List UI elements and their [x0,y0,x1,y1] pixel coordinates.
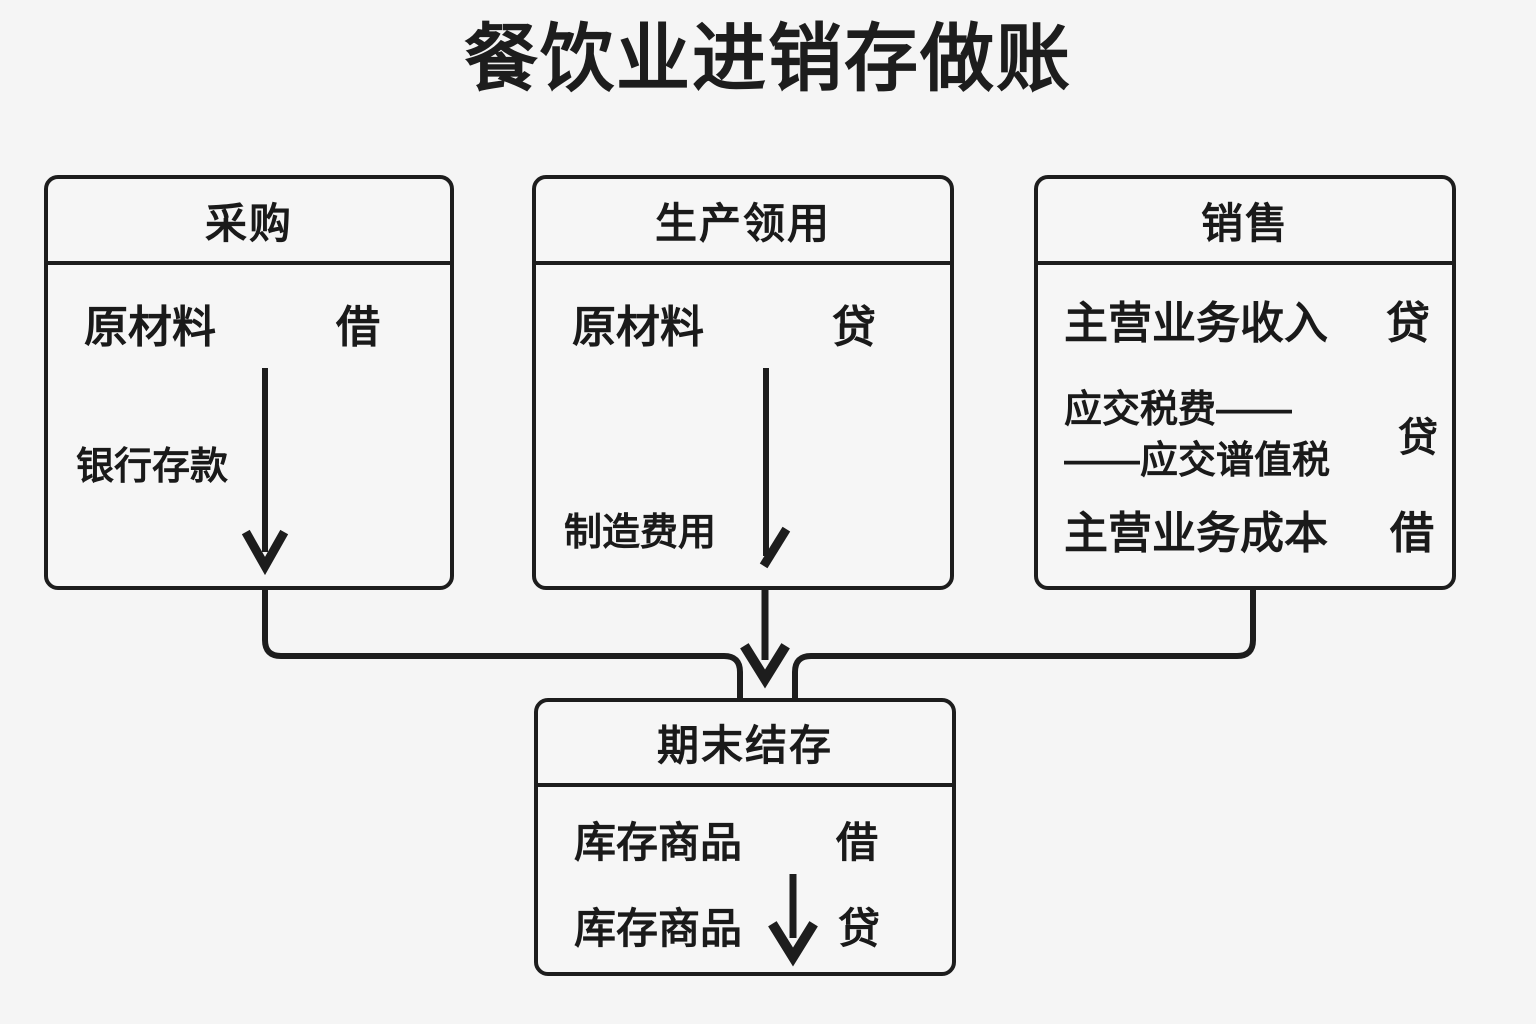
card-closing-header: 期末结存 [538,702,952,787]
production-entry-0-side: 贷 [832,303,876,352]
purchase-entry-0-side: 借 [336,303,380,352]
card-purchase-header: 采购 [48,179,450,265]
card-closing: 期末结存 库存商品 借 库存商品 贷 [534,698,956,976]
card-closing-header-label: 期末结存 [656,722,833,769]
card-purchase: 采购 原材料 借 银行存款 [44,175,454,590]
sales-entry-1-account-line2: ——应交谱值税 [1064,440,1331,482]
connector-sales-to-closing [792,590,1256,700]
card-sales-header-label: 销售 [1200,199,1289,247]
card-sales: 销售 主营业务收入 贷 应交税费—— ——应交谱值税 贷 主营业务成本 借 [1034,175,1456,590]
card-sales-header: 销售 [1038,179,1452,265]
closing-entry-0-side: 借 [836,819,879,866]
card-purchase-body: 原材料 借 银行存款 [48,265,450,586]
closing-entry-1-side: 贷 [838,905,881,952]
page-title: 餐饮业进销存做账 [464,17,1072,100]
card-sales-body: 主营业务收入 贷 应交税费—— ——应交谱值税 贷 主营业务成本 借 [1038,265,1452,586]
card-production-header-label: 生产领用 [654,199,831,247]
sales-entry-0-account: 主营业务收入 [1064,299,1328,348]
production-entry-0-account: 原材料 [572,303,704,352]
card-production-body: 原材料 贷 制造费用 [536,265,950,586]
sales-entry-1-account-line1: 应交税费—— [1064,389,1293,431]
card-purchase-header-label: 采购 [204,199,293,247]
connector-purchase-to-closing [262,590,743,700]
production-entry-1-account: 制造费用 [564,512,717,554]
card-closing-body: 库存商品 借 库存商品 贷 [538,787,952,972]
card-production-header: 生产领用 [536,179,950,265]
purchase-entry-0-account: 原材料 [84,303,216,352]
purchase-entry-1-account: 银行存款 [76,446,229,488]
sales-entry-2-side: 借 [1390,509,1434,558]
closing-entry-0-account: 库存商品 [574,819,743,866]
connector-production-to-closing [740,590,790,689]
sales-entry-2-account: 主营业务成本 [1064,509,1328,558]
closing-entry-1-account: 库存商品 [574,905,743,952]
sales-entry-1-side: 贷 [1398,416,1438,460]
card-production: 生产领用 原材料 贷 制造费用 [532,175,954,590]
sales-entry-0-side: 贷 [1386,299,1430,348]
